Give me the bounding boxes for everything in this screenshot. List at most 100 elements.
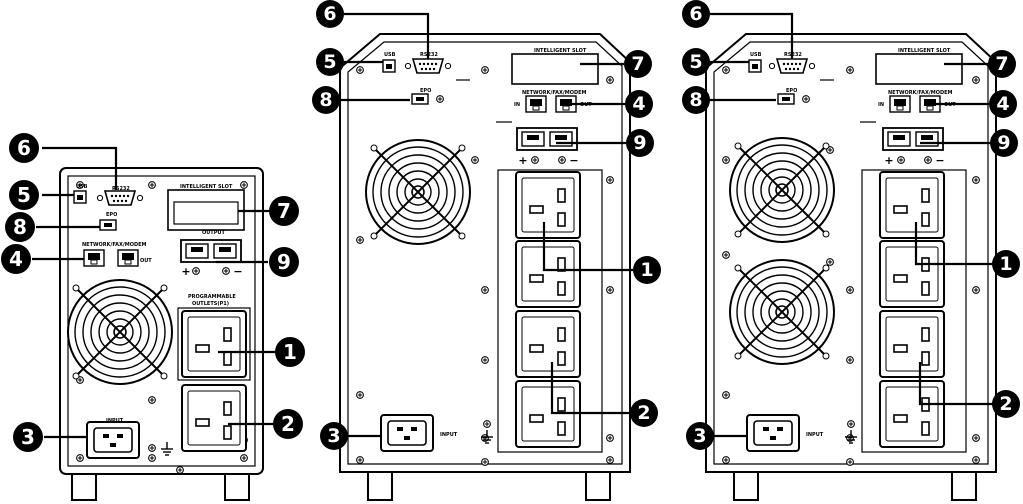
programmable-label: PROGRAMMABLE [188, 294, 236, 300]
svg-text:7: 7 [277, 199, 291, 223]
callout-badge: 2 [273, 409, 303, 439]
svg-text:2: 2 [999, 393, 1012, 415]
battery-connector-icon[interactable] [516, 127, 578, 151]
svg-text:4: 4 [9, 247, 23, 271]
network-in-port-icon[interactable] [889, 95, 911, 113]
outlet-icon[interactable] [879, 240, 945, 308]
ac-input-socket-icon[interactable] [86, 421, 140, 459]
callout-badge: 1 [992, 250, 1020, 278]
usb-port-icon[interactable] [73, 190, 87, 204]
ups-small-rear-panel: USB RS232 INTELLIGENT SLOT EPO NETWORK/F… [1, 133, 305, 501]
callout-badge: 6 [316, 0, 344, 28]
callout-badge: 2 [992, 390, 1020, 418]
general-outlet-icon[interactable] [181, 384, 247, 452]
outlet-bank-frame [861, 169, 967, 453]
network-in-port-icon[interactable] [83, 249, 105, 267]
svg-text:9: 9 [277, 250, 291, 274]
panel-frame [713, 41, 989, 465]
svg-text:3: 3 [21, 425, 35, 449]
foot-left [367, 467, 393, 501]
epo-label: EPO [786, 88, 797, 94]
svg-text:6: 6 [323, 3, 336, 25]
svg-text:5: 5 [323, 51, 336, 73]
network-in-port-icon[interactable] [525, 95, 547, 113]
usb-port-icon[interactable] [382, 59, 396, 73]
usb-label: USB [384, 52, 396, 58]
intelligent-slot-label: INTELLIGENT SLOT [180, 184, 233, 190]
callout-badge: 7 [988, 50, 1016, 78]
usb-port-icon[interactable] [748, 59, 762, 73]
svg-text:8: 8 [13, 215, 27, 239]
callout-badge: 9 [626, 129, 654, 157]
outlet-icon[interactable] [879, 380, 945, 448]
network-in-label: IN [514, 102, 520, 108]
epo-label: EPO [420, 88, 431, 94]
programmable-outlet-icon[interactable] [181, 310, 247, 378]
callout-badge: 6 [682, 0, 710, 28]
svg-text:7: 7 [995, 53, 1008, 75]
callout-badge: 6 [9, 133, 39, 163]
svg-text:5: 5 [689, 51, 702, 73]
network-label: NETWORK/FAX/MODEM [888, 90, 953, 96]
intelligent-slot [875, 53, 963, 85]
callout-badge: 8 [312, 86, 340, 114]
svg-text:4: 4 [632, 93, 645, 115]
callout-badge: 9 [990, 129, 1018, 157]
cooling-fan-icon [365, 139, 471, 245]
plus-sign: + [518, 154, 527, 167]
intelligent-slot-label: INTELLIGENT SLOT [534, 48, 587, 54]
usb-label: USB [750, 52, 762, 58]
minus-sign: − [935, 154, 944, 167]
rs232-label: RS232 [112, 186, 130, 192]
svg-text:1: 1 [640, 259, 653, 281]
callout-badge: 4 [625, 90, 653, 118]
intelligent-slot [511, 53, 599, 85]
callout-badge: 8 [682, 86, 710, 114]
svg-text:1: 1 [999, 253, 1012, 275]
network-out-port-icon[interactable] [117, 249, 139, 267]
battery-connector-icon[interactable] [882, 127, 944, 151]
svg-text:4: 4 [996, 93, 1009, 115]
programmable-outlet-frame [177, 307, 251, 381]
callout-badge: 3 [13, 422, 43, 452]
callout-badge: 4 [989, 90, 1017, 118]
battery-connector-icon[interactable] [180, 239, 242, 263]
svg-text:8: 8 [689, 89, 702, 111]
callout-badge: 5 [9, 180, 39, 210]
callout-badge: 4 [1, 244, 31, 274]
network-out-label: OUT [140, 258, 152, 264]
outlet-icon[interactable] [515, 240, 581, 308]
plus-sign: + [884, 154, 893, 167]
foot-left [733, 467, 759, 501]
input-label: INPUT [440, 432, 458, 438]
panel-frame [67, 175, 256, 467]
callout-badge: 2 [630, 399, 658, 427]
ac-input-socket-icon[interactable] [746, 414, 800, 452]
input-label: INPUT [806, 432, 824, 438]
usb-label: USB [76, 184, 88, 190]
cooling-fan-icon [729, 259, 835, 365]
outlet-icon[interactable] [515, 171, 581, 239]
outlet-bank-frame [497, 169, 603, 453]
ups-large-rear-panel: USB RS232 INTELLIGENT SLOT EPO NETWORK/F… [682, 0, 1020, 501]
intelligent-slot-cover [173, 201, 239, 225]
svg-text:6: 6 [689, 3, 702, 25]
minus-sign: − [569, 154, 578, 167]
svg-text:9: 9 [997, 132, 1010, 154]
callout-badge: 3 [320, 422, 348, 450]
ac-input-socket-icon[interactable] [380, 414, 434, 452]
network-label: NETWORK/FAX/MODEM [82, 242, 147, 248]
outlet-icon[interactable] [879, 310, 945, 378]
panel-frame [347, 41, 623, 465]
rs232-label: RS232 [420, 52, 438, 58]
outlet-icon[interactable] [879, 171, 945, 239]
callout-badge: 7 [624, 50, 652, 78]
outlet-icon[interactable] [515, 310, 581, 378]
network-label: NETWORK/FAX/MODEM [522, 90, 587, 96]
cooling-fan-icon [67, 279, 173, 385]
svg-text:3: 3 [693, 425, 706, 447]
output-label: OUTPUT [202, 230, 225, 236]
svg-text:3: 3 [327, 425, 340, 447]
ups-medium-rear-panel: USB RS232 INTELLIGENT SLOT EPO NETWORK/F… [312, 0, 661, 501]
